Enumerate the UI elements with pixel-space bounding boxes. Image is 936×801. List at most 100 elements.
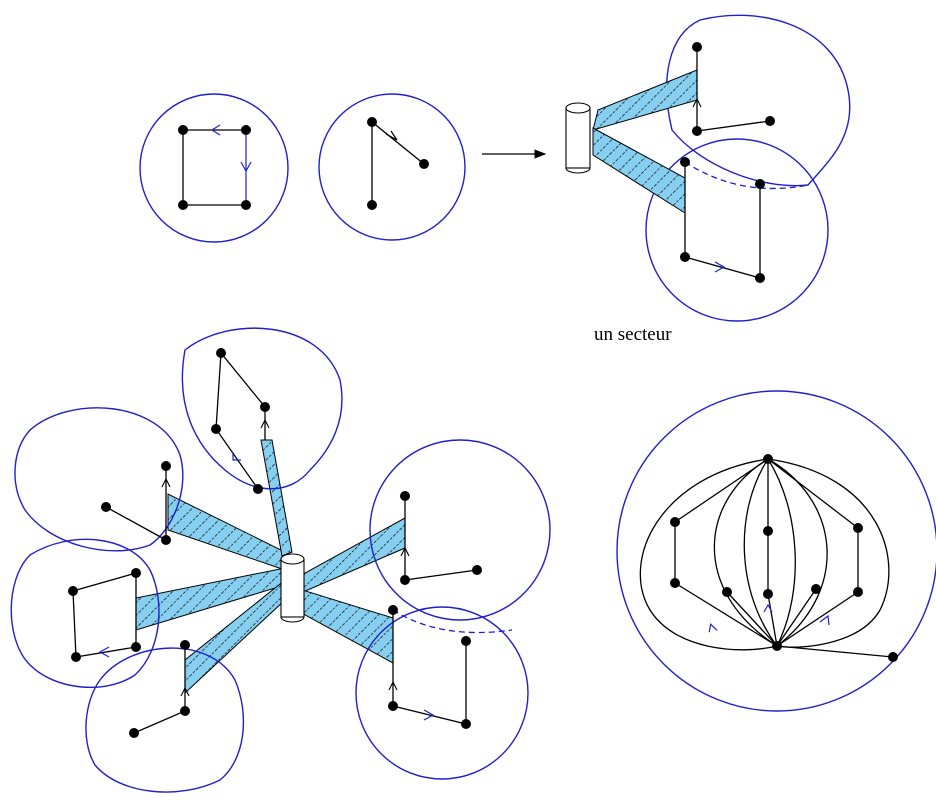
vertex bbox=[178, 200, 188, 210]
vertex bbox=[71, 652, 81, 662]
orientation-arrow-icon bbox=[819, 614, 830, 626]
orientation-arrow-icon bbox=[763, 603, 773, 613]
vertex bbox=[670, 578, 680, 588]
vertex bbox=[670, 517, 680, 527]
curved-edge bbox=[743, 458, 778, 647]
curved-edge bbox=[767, 458, 796, 647]
vertex bbox=[888, 652, 898, 662]
ribbon-band bbox=[592, 69, 698, 131]
sector-edges bbox=[72, 572, 137, 658]
sector-lower-edges bbox=[684, 162, 761, 279]
boundary-circle-lower bbox=[645, 138, 829, 322]
vertex bbox=[680, 252, 690, 262]
top-middle-path-component bbox=[318, 93, 466, 241]
vertex bbox=[388, 605, 398, 615]
glued-star-construction bbox=[10, 327, 551, 793]
vertex bbox=[692, 126, 702, 136]
vertex bbox=[722, 587, 732, 597]
vertex bbox=[400, 491, 410, 501]
sector-edges bbox=[105, 466, 167, 542]
vertex bbox=[763, 526, 773, 536]
boundary-circle bbox=[616, 390, 936, 712]
vertex bbox=[400, 575, 410, 585]
orientation-arrow-icon bbox=[161, 477, 171, 488]
boundary-circle bbox=[369, 439, 551, 621]
vertex bbox=[241, 125, 251, 135]
sector-caption: un secteur bbox=[594, 324, 672, 345]
boundary-circle bbox=[318, 93, 466, 241]
vertex bbox=[765, 116, 775, 126]
orientation-arrow-icon bbox=[692, 97, 702, 108]
vertex bbox=[461, 636, 471, 646]
sector-edges bbox=[404, 496, 478, 581]
diagram-mark bbox=[280, 558, 305, 618]
vertex bbox=[241, 200, 251, 210]
sector-edges bbox=[133, 645, 186, 734]
top-left-square-component bbox=[139, 93, 289, 243]
orientation-arrow-icon bbox=[260, 418, 270, 429]
dashed-chord bbox=[684, 161, 809, 190]
diagram-mark bbox=[565, 102, 591, 114]
boundary-circle bbox=[139, 93, 289, 243]
orientation-arrow-icon bbox=[400, 546, 410, 557]
sector-edges bbox=[392, 610, 467, 725]
vertex bbox=[680, 157, 690, 167]
fan-graph bbox=[616, 390, 936, 712]
vertex bbox=[367, 117, 377, 127]
vertex bbox=[260, 402, 270, 412]
vertex bbox=[388, 701, 398, 711]
vertex bbox=[853, 587, 863, 597]
orientation-arrow-icon bbox=[385, 130, 398, 141]
boundary-circle bbox=[355, 606, 529, 780]
diagram-mark bbox=[565, 107, 591, 169]
vertex bbox=[129, 728, 139, 738]
graph-edge bbox=[776, 645, 894, 658]
vertex bbox=[131, 642, 141, 652]
square-path bbox=[182, 129, 246, 206]
vertex bbox=[161, 535, 171, 545]
diagram-mark bbox=[280, 616, 305, 623]
vertex bbox=[101, 502, 111, 512]
vertex bbox=[772, 641, 782, 651]
orientation-arrow-icon bbox=[708, 623, 718, 633]
vertex bbox=[180, 706, 190, 716]
vertex bbox=[178, 125, 188, 135]
boundary-blob bbox=[14, 407, 184, 552]
curved-edge bbox=[639, 458, 778, 651]
boundary-blob bbox=[10, 538, 160, 689]
graph-edge bbox=[767, 593, 778, 647]
vertex bbox=[131, 568, 141, 578]
vertex bbox=[763, 589, 773, 599]
vertex bbox=[755, 179, 765, 189]
graph-edge bbox=[776, 591, 859, 647]
ribbon-band bbox=[260, 439, 293, 557]
orientation-arrow-icon bbox=[423, 709, 435, 721]
ribbon-band bbox=[592, 127, 686, 214]
path-edges bbox=[371, 120, 425, 205]
sector-upper-edges bbox=[696, 47, 771, 132]
vertex bbox=[216, 348, 226, 358]
sector-illustration bbox=[565, 14, 851, 322]
vertex bbox=[211, 424, 221, 434]
cylinder-icon bbox=[280, 553, 305, 623]
curved-edge bbox=[713, 458, 778, 647]
vertex bbox=[161, 461, 171, 471]
graph-edge bbox=[776, 588, 817, 647]
curved-edge bbox=[767, 458, 828, 647]
diagram-mark bbox=[565, 167, 591, 174]
vertex bbox=[472, 565, 482, 575]
sector-edges bbox=[220, 352, 266, 440]
ribbon-band bbox=[295, 587, 394, 664]
diagram-mark bbox=[280, 553, 305, 565]
vertex bbox=[763, 454, 773, 464]
orientation-arrow-icon bbox=[180, 686, 190, 697]
vertex bbox=[692, 42, 702, 52]
cylinder-icon bbox=[565, 102, 591, 174]
dashed-chord bbox=[392, 609, 513, 634]
ribbon-band bbox=[167, 493, 286, 571]
orientation-arrow-icon bbox=[232, 452, 241, 461]
orientation-arrow-icon bbox=[98, 646, 110, 658]
vertex bbox=[367, 200, 377, 210]
vertex bbox=[180, 640, 190, 650]
